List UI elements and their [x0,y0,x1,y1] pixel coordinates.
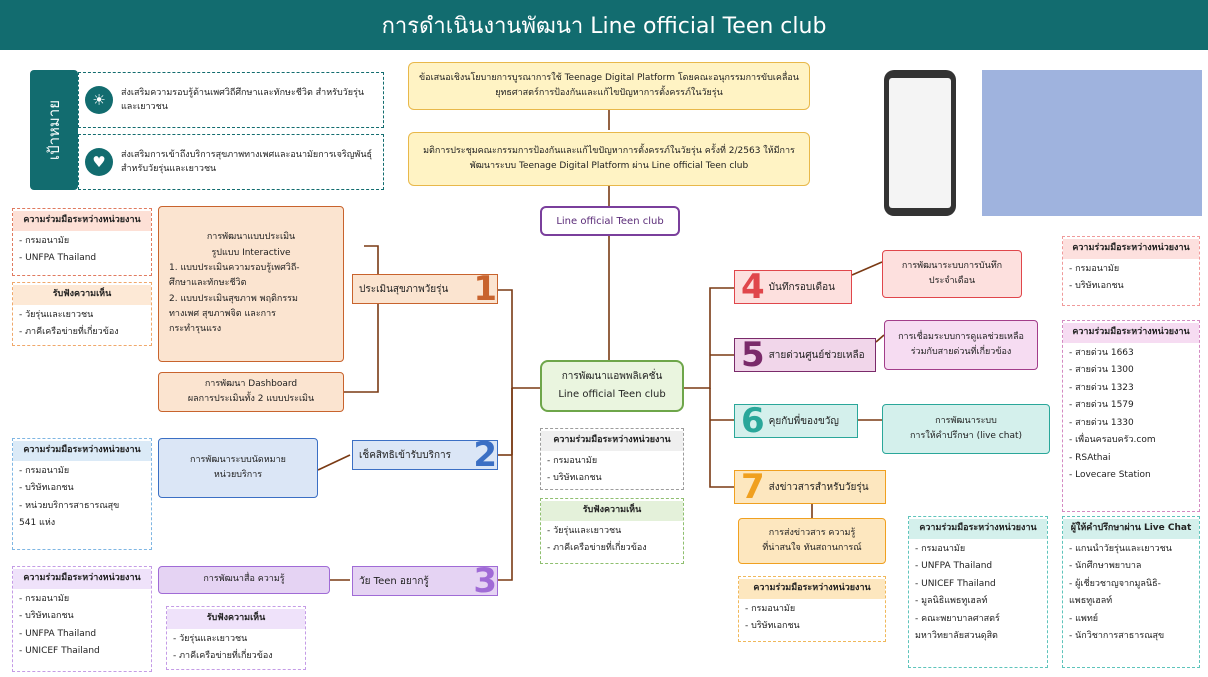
dev-live-chat-box: การพัฒนาระบบการให้คำปรึกษา (live chat) [882,404,1050,454]
partner-box-6: ความร่วมมือระหว่างหน่วยงาน - กรมอนามัย- … [908,516,1048,668]
partner-box-5: ความร่วมมือระหว่างหน่วยงาน - สายด่วน 166… [1062,320,1200,512]
line-teen-club-box: Line official Teen club [540,206,680,236]
dev-assessment-box: การพัฒนาแบบประเมินรูปแบบ Interactive 1. … [158,206,344,362]
teen-club-poster-image [982,70,1202,216]
opinion-box-3: รับฟังความเห็น - วัยรุ่นและเยาวชน- ภาคีเ… [166,606,306,670]
opinion-box-1: รับฟังความเห็น - วัยรุ่นและเยาวชน- ภาคีเ… [12,282,152,346]
partner-box-2: ความร่วมมือระหว่างหน่วยงาน - กรมอนามัย- … [12,438,152,550]
goal-label: เป้าหมาย [30,70,78,190]
page-title: การดำเนินงานพัฒนา Line official Teen clu… [0,0,1208,50]
dev-appointment-box: การพัฒนาระบบนัดหมายหน่วยบริการ [158,438,318,498]
resolution-box: มติการประชุมคณะกรรมการป้องกันและแก้ไขปัญ… [408,132,810,186]
menu-item-3: วัย Teen อยากรู้3 [352,564,498,598]
dev-news-box: การส่งข่าวสาร ความรู้ที่น่าสนใจ ทันสถานก… [738,518,886,564]
dev-period-box: การพัฒนาระบบการบันทึกประจำเดือน [882,250,1022,298]
lightbulb-icon: ☀ [85,86,113,114]
hub-partner-box: ความร่วมมือระหว่างหน่วยงาน - กรมอนามัย- … [540,428,684,490]
partner-box-3: ความร่วมมือระหว่างหน่วยงาน - กรมอนามัย- … [12,566,152,672]
goal-item-1: ☀ ส่งเสริมความรอบรู้ด้านเพศวิถีศึกษาและท… [78,72,384,128]
live-chat-advisor-box: ผู้ให้คำปรึกษาผ่าน Live Chat - แกนนำวัยร… [1062,516,1200,668]
goal-text-2: ส่งเสริมการเข้าถึงบริการสุขภาพทางเพศและอ… [121,149,372,174]
care-hand-icon: ♥ [85,148,113,176]
partner-box-1: ความร่วมมือระหว่างหน่วยงาน - กรมอนามัย- … [12,208,152,276]
phone-mockup [884,70,956,216]
partner-box-4: ความร่วมมือระหว่างหน่วยงาน - กรมอนามัย- … [1062,236,1200,306]
dev-media-box: การพัฒนาสื่อ ความรู้ [158,566,330,594]
policy-proposal-box: ข้อเสนอเชิงนโยบายการบูรณาการใช้ Teenage … [408,62,810,110]
partner-box-7: ความร่วมมือระหว่างหน่วยงาน - กรมอนามัย- … [738,576,886,642]
goal-item-2: ♥ ส่งเสริมการเข้าถึงบริการสุขภาพทางเพศแล… [78,134,384,190]
goal-text-1: ส่งเสริมความรอบรู้ด้านเพศวิถีศึกษาและทัก… [121,87,364,112]
dev-hotline-box: การเชื่อมระบบการดูแลช่วยเหลือร่วมกับสายด… [884,320,1038,370]
hub-opinion-box: รับฟังความเห็น - วัยรุ่นและเยาวชน- ภาคีเ… [540,498,684,564]
